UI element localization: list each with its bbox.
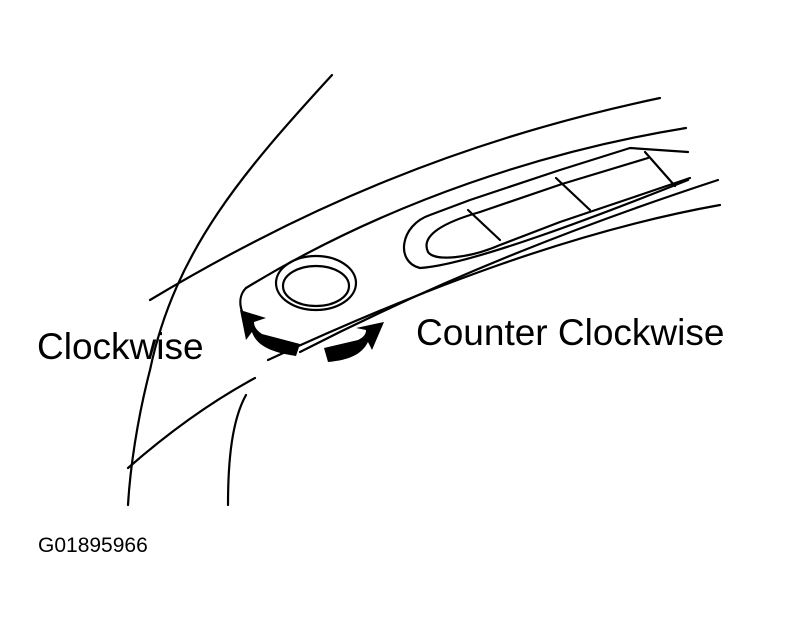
bumper-bottom-edge: [298, 178, 720, 354]
figure-code: G01895966: [38, 534, 148, 557]
recess-rib-2: [554, 176, 592, 212]
recess-rib-3: [643, 150, 677, 188]
bumper-trim: [148, 96, 722, 362]
rotation-arrows: [240, 310, 384, 362]
panel-crease-line: [126, 376, 257, 470]
panel-lower-curve: [226, 393, 248, 507]
bumper-lower-edge: [266, 203, 722, 362]
counter-clockwise-label: Counter Clockwise: [416, 312, 725, 353]
adjustment-knob: [274, 254, 358, 312]
bumper-top-edge: [148, 96, 662, 302]
recess-rib-1: [466, 208, 502, 242]
recess-inner: [425, 176, 692, 259]
recess-top-line: [478, 156, 650, 214]
clockwise-arrow: [240, 310, 300, 356]
recess-outer: [402, 146, 690, 270]
lamp-recess: [402, 146, 692, 270]
knob-outer: [274, 254, 358, 312]
body-panel: [126, 73, 334, 507]
bumper-inner-edge: [244, 126, 688, 290]
clockwise-label: Clockwise: [37, 326, 204, 367]
counter-clockwise-arrow: [324, 322, 384, 362]
panel-outer-edge: [126, 73, 334, 507]
knob-inner: [281, 264, 351, 308]
